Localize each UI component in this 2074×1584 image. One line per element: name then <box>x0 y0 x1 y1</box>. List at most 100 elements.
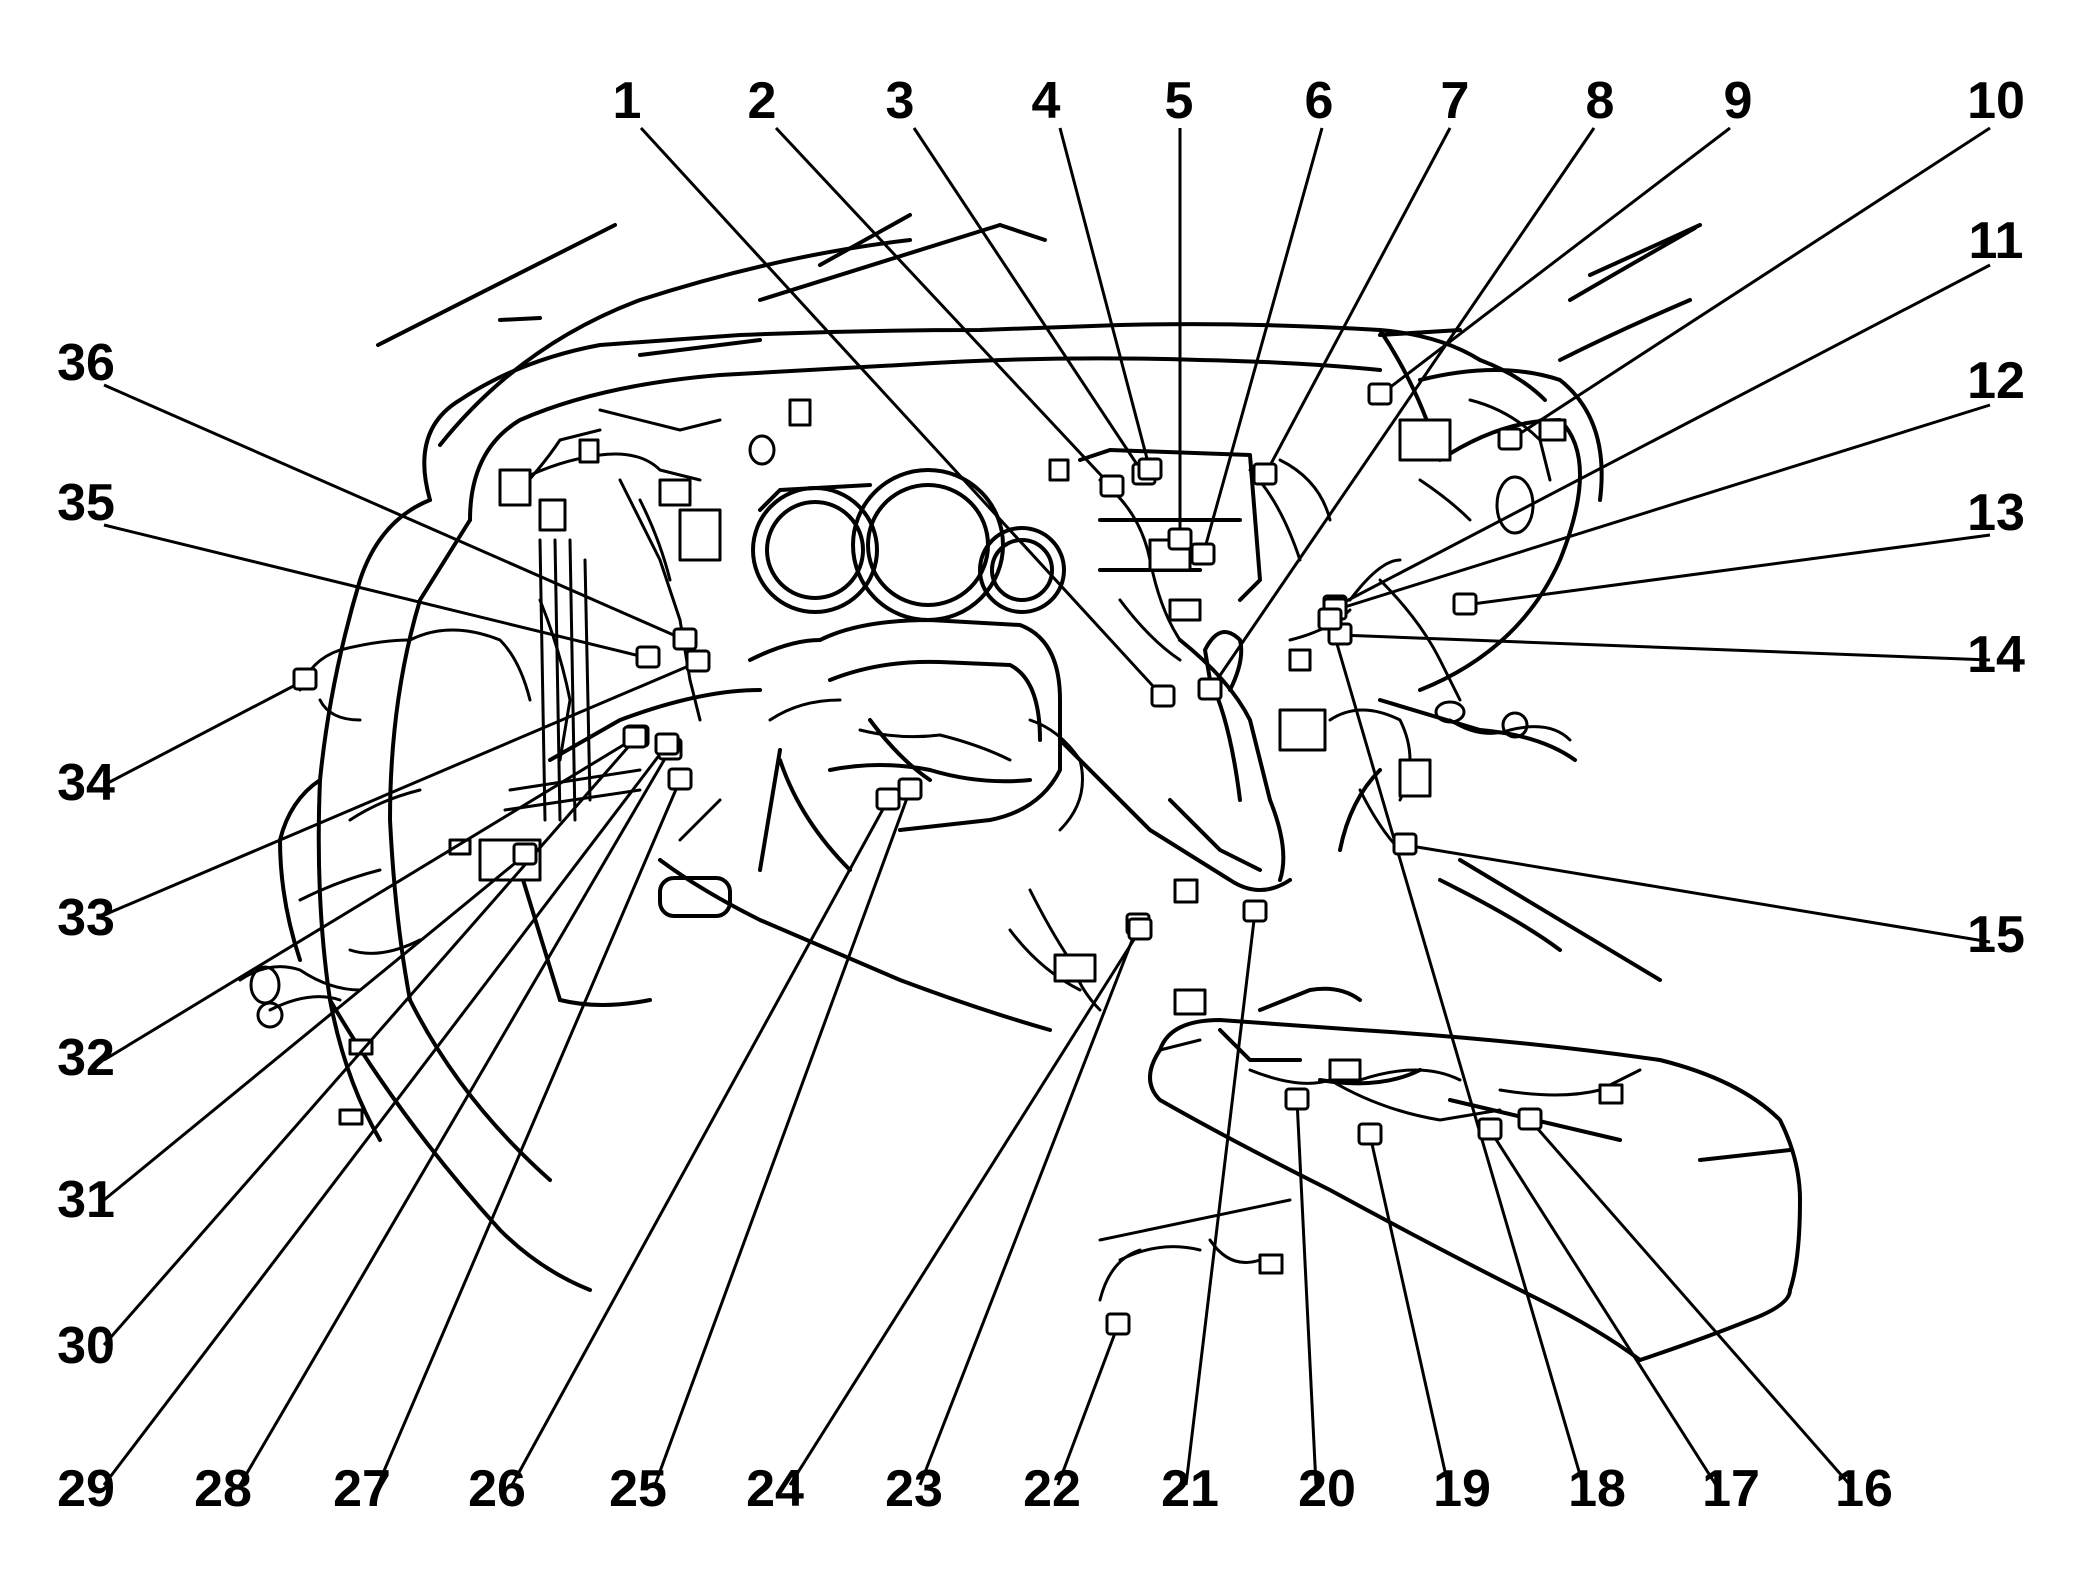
callout-label-6: 6 <box>1305 72 1334 130</box>
connector-2 <box>1099 474 1125 498</box>
leader-line-35 <box>103 523 649 660</box>
connector-32 <box>622 725 648 749</box>
leader-line-30 <box>102 736 639 1346</box>
relay-boxes <box>338 398 1624 1275</box>
leader-line-21 <box>1184 911 1257 1486</box>
leader-line-10 <box>1509 126 1991 442</box>
callout-label-15: 15 <box>1967 906 2025 964</box>
connector-35 <box>635 645 661 669</box>
callout-label-29: 29 <box>57 1460 115 1518</box>
connector-16 <box>1517 1107 1543 1131</box>
leader-line-11 <box>1334 263 1991 609</box>
connector-4 <box>1137 457 1163 481</box>
callout-label-9: 9 <box>1724 72 1753 130</box>
leader-line-2 <box>774 126 1114 489</box>
connector-24 <box>1127 917 1153 941</box>
leader-line-19 <box>1368 1134 1450 1486</box>
leader-line-24 <box>788 929 1142 1486</box>
steering-column <box>748 618 1062 872</box>
gauge-cluster <box>751 468 1066 622</box>
connector-10 <box>1497 427 1523 451</box>
windshield-lines <box>376 213 1702 447</box>
lower-dash <box>658 718 1052 1032</box>
callout-label-11: 11 <box>1969 212 2024 270</box>
grommets <box>249 434 1535 1029</box>
leader-line-3 <box>912 127 1146 476</box>
leader-line-25 <box>653 789 912 1486</box>
leader-line-16 <box>1528 1119 1852 1486</box>
right-panel <box>1338 698 1662 982</box>
connector-29 <box>654 732 680 756</box>
leader-line-14 <box>1339 633 1991 662</box>
leader-line-1 <box>639 126 1165 699</box>
leader-line-7 <box>1263 127 1452 476</box>
connector-27 <box>667 767 693 791</box>
callout-label-36: 36 <box>57 334 115 392</box>
leader-line-34 <box>103 678 306 787</box>
callout-label-27: 27 <box>333 1460 391 1518</box>
callout-label-34: 34 <box>57 754 115 812</box>
fuse-bundle <box>503 538 642 822</box>
callout-label-8: 8 <box>1586 72 1615 130</box>
connector-31 <box>512 842 538 866</box>
leader-line-4 <box>1058 127 1152 471</box>
connector-33 <box>685 649 711 673</box>
center-console-stack <box>1058 448 1292 892</box>
connector-8 <box>1197 677 1223 701</box>
floor-console <box>1148 986 1802 1362</box>
callout-label-19: 19 <box>1433 1460 1491 1518</box>
callout-label-12: 12 <box>1967 352 2025 410</box>
leader-line-6 <box>1201 127 1324 556</box>
callout-label-24: 24 <box>746 1460 804 1518</box>
connector-26 <box>875 787 901 811</box>
leader-line-27 <box>376 779 682 1486</box>
gauge-left <box>751 486 879 614</box>
callout-label-25: 25 <box>609 1460 667 1518</box>
leader-line-12 <box>1334 403 1991 612</box>
callout-label-18: 18 <box>1568 1460 1626 1518</box>
dashboard-line-art <box>238 213 1802 1362</box>
leader-line-33 <box>103 660 699 917</box>
callout-label-4: 4 <box>1032 72 1061 130</box>
leader-line-20 <box>1295 1099 1318 1486</box>
leader-line-15 <box>1404 843 1991 944</box>
connector-19 <box>1357 1122 1383 1146</box>
callout-label-23: 23 <box>885 1460 943 1518</box>
leader-lines <box>102 126 1991 1486</box>
callout-label-3: 3 <box>886 72 915 130</box>
connector-9 <box>1367 382 1393 406</box>
callout-label-1: 1 <box>613 72 642 130</box>
connector-36 <box>672 627 698 651</box>
connector-25 <box>897 777 923 801</box>
leader-line-18 <box>1328 619 1585 1486</box>
connector-1 <box>1150 684 1176 708</box>
leader-line-23 <box>918 924 1140 1486</box>
connector-20 <box>1284 1087 1310 1111</box>
left-panel <box>278 498 762 1292</box>
callout-label-35: 35 <box>57 474 115 532</box>
leader-line-32 <box>103 736 636 1062</box>
callout-label-7: 7 <box>1441 72 1470 130</box>
callout-label-10: 10 <box>1967 72 2025 130</box>
leader-line-22 <box>1056 1324 1120 1486</box>
connector-6 <box>1190 542 1216 566</box>
connector-13 <box>1452 592 1478 616</box>
callout-label-20: 20 <box>1298 1460 1356 1518</box>
callout-label-33: 33 <box>57 889 115 947</box>
leader-line-8 <box>1208 127 1596 691</box>
callout-label-32: 32 <box>57 1029 115 1087</box>
connector-7 <box>1252 462 1278 486</box>
callout-label-16: 16 <box>1835 1460 1893 1518</box>
connector-15 <box>1392 832 1418 856</box>
connector-21 <box>1242 899 1268 923</box>
callout-label-26: 26 <box>468 1460 526 1518</box>
callout-label-5: 5 <box>1165 72 1194 130</box>
leader-line-26 <box>510 799 890 1486</box>
leader-line-28 <box>238 749 672 1486</box>
leader-line-29 <box>102 744 669 1486</box>
leader-line-36 <box>103 383 686 642</box>
connector-18 <box>1317 607 1343 631</box>
callout-label-30: 30 <box>57 1317 115 1375</box>
